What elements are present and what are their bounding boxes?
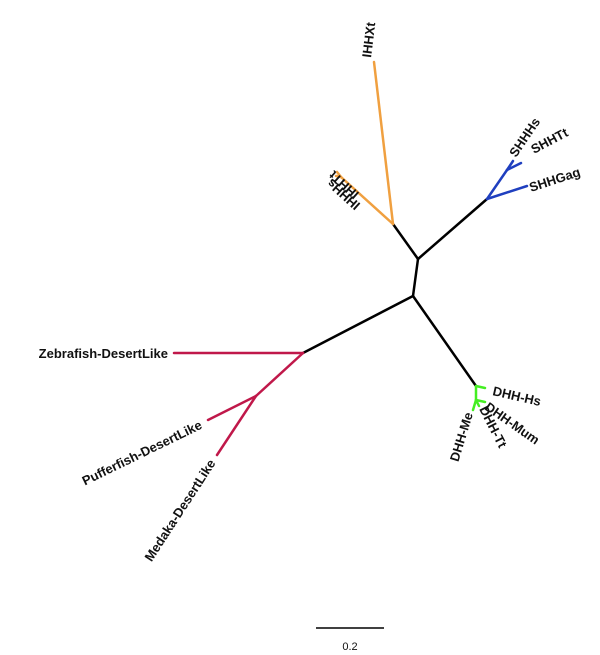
branch-medaka bbox=[215, 394, 258, 457]
backbone-branches bbox=[301, 197, 489, 388]
branch-desert-stem bbox=[254, 351, 305, 398]
dhh-clade bbox=[471, 384, 487, 412]
branch-ihh-hs bbox=[334, 174, 343, 179]
branch-shh-tt bbox=[505, 161, 523, 172]
shh-clade bbox=[485, 159, 529, 201]
label-dhh-me: DHH-Me bbox=[447, 410, 476, 463]
branch-pufferfish bbox=[206, 394, 258, 422]
branch-upper-node-to-ihh bbox=[391, 222, 420, 261]
desert-clade bbox=[172, 351, 305, 457]
branch-dhh-hs bbox=[474, 384, 487, 390]
branch-shh-gag bbox=[485, 184, 529, 201]
scale-bar-label: 0.2 bbox=[342, 641, 357, 653]
scale-bar: 0.2 bbox=[316, 627, 384, 653]
label-medaka: Medaka-DesertLike bbox=[141, 456, 218, 564]
branch-root-to-dhh bbox=[411, 294, 478, 388]
branch-shh-stem bbox=[485, 168, 509, 201]
ihh-clade bbox=[334, 60, 395, 226]
branch-root-to-desert bbox=[301, 294, 415, 355]
leaf-labels: IHHXt IHHTt IHHHs SHHHs SHHTt SHHGag DHH… bbox=[39, 21, 582, 564]
label-ihh-xt: IHHXt bbox=[359, 21, 378, 59]
branch-root-to-upper-node bbox=[411, 257, 420, 298]
branch-ihh-xt bbox=[372, 60, 395, 226]
label-pufferfish: Pufferfish-DesertLike bbox=[80, 417, 205, 488]
branch-upper-node-to-shh bbox=[416, 197, 489, 261]
branch-dhh-me bbox=[471, 398, 478, 412]
label-shh-gag: SHHGag bbox=[527, 164, 582, 195]
label-zebrafish: Zebrafish-DesertLike bbox=[39, 346, 168, 361]
branch-ihh-stem bbox=[339, 175, 395, 226]
